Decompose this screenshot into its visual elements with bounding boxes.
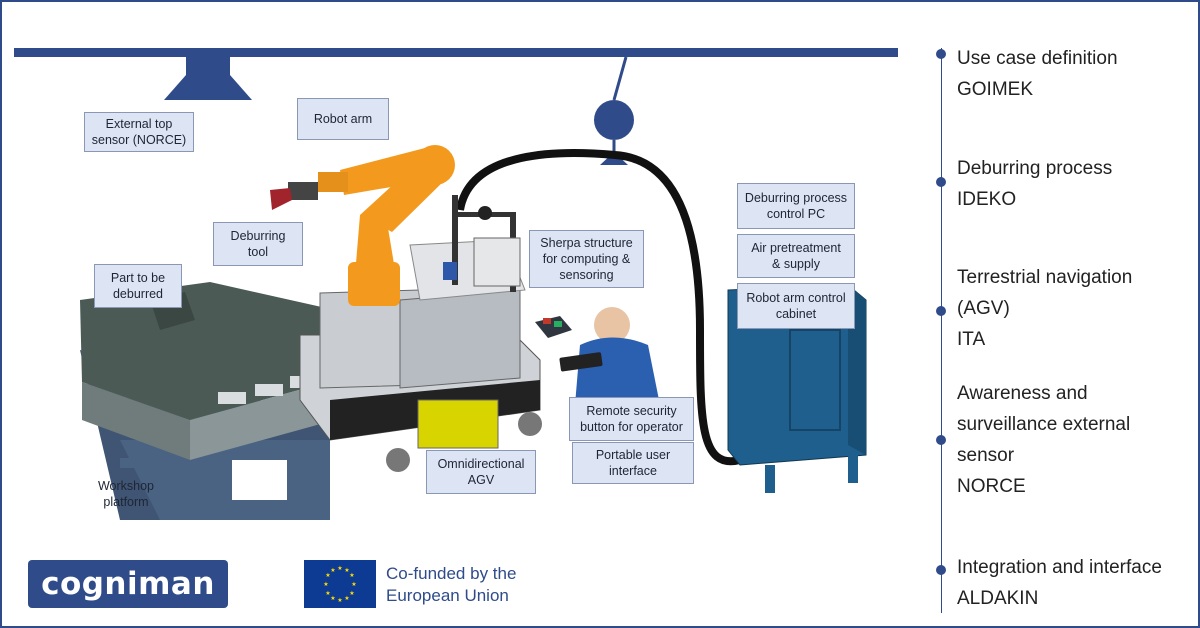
- air-hose: [456, 149, 741, 466]
- callout-omnidirectional-agv: Omnidirectional AGV: [426, 450, 536, 494]
- svg-text:★: ★: [337, 597, 342, 604]
- svg-text:★: ★: [330, 567, 335, 574]
- remote-button-icon: [535, 316, 572, 338]
- svg-text:★: ★: [344, 567, 349, 574]
- top-sensor-icon: [164, 57, 252, 100]
- callout-deburring-tool: Deburring tool: [213, 222, 303, 266]
- sherpa-structure-icon: [443, 195, 521, 292]
- timeline-text: Integration and interface ALDAKIN: [957, 557, 1162, 609]
- control-cabinet-icon: [727, 284, 867, 493]
- eu-flag-icon: ★ ★ ★ ★ ★ ★ ★ ★ ★ ★ ★ ★: [304, 560, 376, 608]
- callout-external-top-sensor: External top sensor (NORCE): [84, 112, 194, 152]
- timeline-text: Deburring process IDEKO: [957, 158, 1113, 210]
- timeline-text: Terrestrial navigation (AGV) ITA: [957, 267, 1133, 350]
- robot-arm-icon: [270, 145, 455, 306]
- callout-deburring-control-pc: Deburring process control PC: [737, 183, 855, 229]
- timeline-text: Awareness and surveillance external sens…: [957, 383, 1131, 497]
- operator-icon: [559, 307, 660, 405]
- svg-text:★: ★: [323, 581, 328, 588]
- label-workshop-platform: Workshop platform: [97, 479, 155, 509]
- svg-text:★: ★: [325, 572, 330, 579]
- workshop-platform-icon: [80, 282, 335, 520]
- callout-remote-security-button: Remote security button for operator: [569, 397, 694, 441]
- svg-text:★: ★: [344, 595, 349, 602]
- callout-air-pretreatment: Air pretreatment & supply: [737, 234, 855, 278]
- callout-part-to-be-deburred: Part to be deburred: [94, 264, 182, 308]
- timeline-dot-icon: [936, 435, 946, 445]
- callout-sherpa-structure: Sherpa structure for computing & sensori…: [529, 230, 644, 288]
- svg-text:★: ★: [325, 590, 330, 597]
- hanging-pendant-icon: [594, 56, 634, 165]
- timeline-dot-icon: [936, 177, 946, 187]
- timeline-dot-icon: [936, 49, 946, 59]
- eu-funding-text: Co-funded by the European Union: [386, 564, 517, 605]
- svg-text:★: ★: [349, 590, 354, 597]
- svg-text:★: ★: [351, 581, 356, 588]
- timeline-line: [941, 48, 942, 613]
- timeline-dot-icon: [936, 565, 946, 575]
- svg-text:★: ★: [330, 595, 335, 602]
- svg-text:★: ★: [349, 572, 354, 579]
- workcell-illustration: [14, 48, 898, 520]
- callout-robot-arm-control-cabinet: Robot arm control cabinet: [737, 283, 855, 329]
- partner-timeline: Use case definition GOIMEK Deburring pro…: [935, 40, 1195, 620]
- computing-enclosure-icon: [319, 239, 526, 389]
- callout-portable-user-interface: Portable user interface: [572, 442, 694, 484]
- timeline-dot-icon: [936, 306, 946, 316]
- timeline-text: Use case definition GOIMEK: [957, 48, 1118, 100]
- svg-text:★: ★: [337, 565, 342, 572]
- overhead-rail: [14, 48, 898, 57]
- cogniman-logo: cogniman: [28, 560, 228, 608]
- callout-robot-arm: Robot arm: [297, 98, 389, 140]
